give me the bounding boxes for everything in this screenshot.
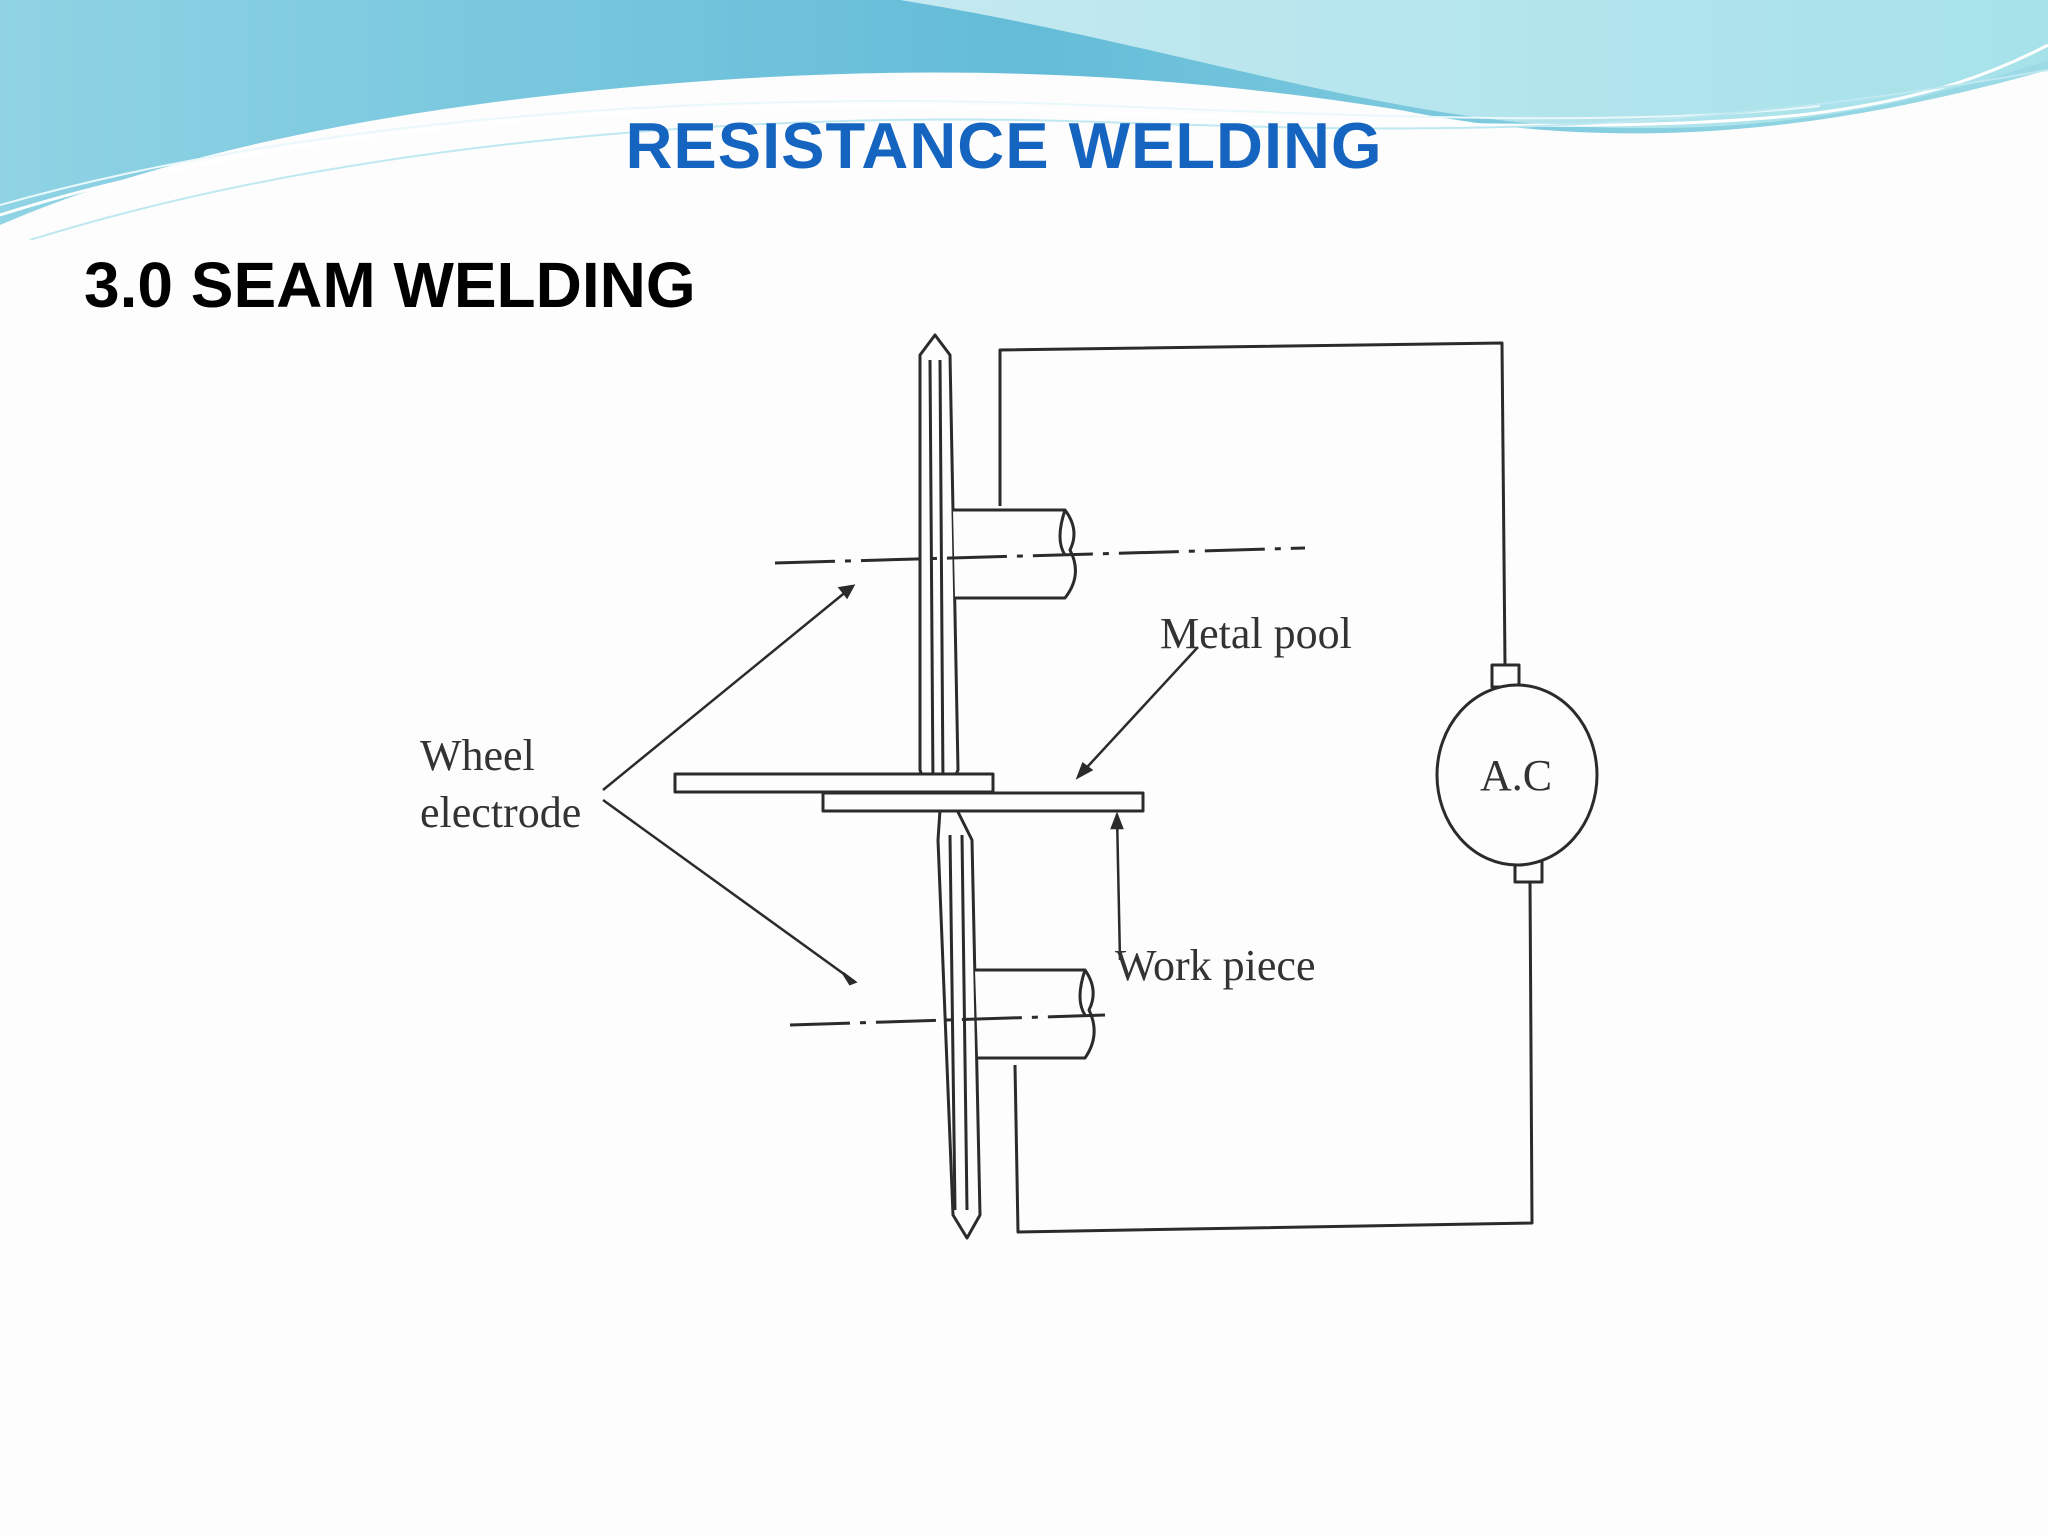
work-piece-label: Work piece [1115,941,1315,990]
upper-shaft [953,508,1077,600]
lower-work-piece [821,791,1145,813]
ac-source-label: A.C [1480,751,1552,800]
lower-wheel-electrode [936,808,982,1240]
circuit-wire-bottom [1013,879,1534,1234]
circuit-wire-top [998,341,1507,666]
ac-source [1435,683,1599,867]
slide-title: RESISTANCE WELDING [0,108,2048,183]
upper-axis-centerline [774,546,1306,565]
slide-title-text: RESISTANCE WELDING [625,109,1383,182]
upper-work-piece [673,772,995,794]
section-heading: 3.0 SEAM WELDING [84,249,696,321]
seam-welding-diagram: Metal pool Wheel electrode Work piece A.… [420,333,1599,1240]
wheel-electrode-label-line2: electrode [420,788,581,837]
lower-shaft [975,968,1096,1060]
header-wave-decoration [0,0,2048,240]
wheel-electrode-label-line1: Wheel [420,731,535,780]
metal-pool-label: Metal pool [1160,609,1352,658]
lower-axis-centerline [789,1013,1106,1027]
